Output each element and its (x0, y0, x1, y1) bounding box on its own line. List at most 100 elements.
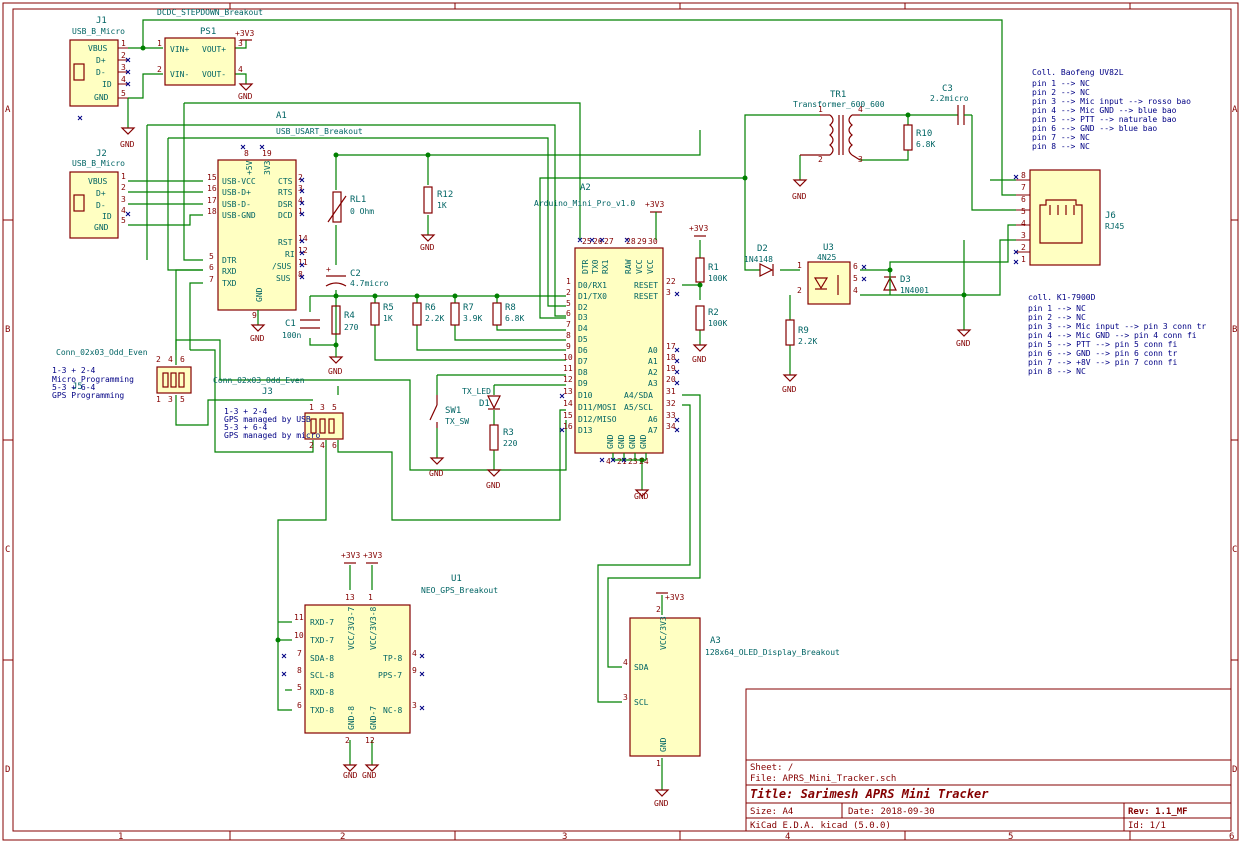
svg-text:Coll. Baofeng UV82L: Coll. Baofeng UV82L (1032, 68, 1124, 77)
pin-number: 17 (207, 196, 217, 205)
pin-number: 19 (666, 364, 676, 373)
switch-sw1[interactable]: SW1 TX_SW (429, 395, 469, 428)
col-label: 5 (1008, 832, 1013, 842)
row-label: C (1232, 545, 1237, 555)
schematic-title: Title: Sarimesh APRS Mini Tracker (750, 787, 989, 801)
ref-label: R5 (383, 303, 394, 313)
pin-number: 2 (298, 173, 303, 182)
transformer-tr1[interactable]: TR1 Transformer_600_600 1 2 3 4 (793, 90, 885, 164)
resistor-r7[interactable]: R7 3.9K (450, 302, 482, 326)
pin-label: SDA (634, 663, 649, 672)
power-gnd: GND (634, 489, 650, 501)
value-label: Transformer_600_600 (793, 100, 885, 109)
pin-label: GND (94, 223, 109, 232)
pin-number: 1 (298, 207, 303, 216)
pin-label: RX1 (601, 259, 610, 274)
connector-j2[interactable]: J2 USB_B_Micro VBUS D+ D- ID GND 1 2 3 4… (69, 149, 131, 239)
ref-label: D1 (479, 399, 490, 409)
value-label: 1N4001 (900, 286, 929, 295)
svg-text:GPS managed by micro: GPS managed by micro (224, 431, 321, 440)
pin-number: 4 (320, 441, 325, 450)
pin-label: GND-7 (369, 706, 378, 730)
resistor-r1[interactable]: R1 100K (695, 257, 727, 283)
value-label: 1K (383, 314, 393, 323)
pin-number: 8 (1021, 171, 1026, 180)
pin-label: D10 (578, 391, 593, 400)
pin-label: D8 (578, 368, 588, 377)
diode-d2[interactable]: D2 1N4148 (744, 244, 774, 277)
connector-j6[interactable]: J6 RJ45 8 7 6 5 4 3 2 1 (1013, 169, 1124, 266)
pin-number: 18 (207, 207, 217, 216)
pin-number: 4 (858, 105, 863, 114)
resistor-r6[interactable]: R6 2.2K (412, 302, 444, 326)
pin-number: 29 (637, 237, 647, 246)
capacitor-c1[interactable]: C1 100n (282, 319, 320, 340)
pin-label: DCD (278, 211, 293, 220)
resistor-r8[interactable]: R8 6.8K (492, 302, 524, 326)
ref-label: R12 (437, 190, 453, 200)
row-label: A (5, 105, 11, 115)
svg-text:+3V3: +3V3 (689, 224, 708, 233)
svg-text:5-3 + 6-4: 5-3 + 6-4 (224, 423, 268, 432)
svg-text:GND: GND (250, 334, 265, 343)
pin-number: 3 (1021, 231, 1026, 240)
power-3v3: +3V3 (656, 592, 684, 602)
pin-number: 27 (604, 237, 614, 246)
led-d1[interactable]: TX_LED D1 (462, 387, 501, 410)
pin-number: 2 (656, 605, 661, 614)
power-gnd: GND (782, 374, 798, 394)
value-label: TX_LED (462, 387, 491, 396)
capacitor-c3[interactable]: C3 2.2micro (930, 84, 972, 125)
dcdc-ps1[interactable]: DCDC_STEPDOWN_Breakout PS1 VIN+ VIN- VOU… (157, 8, 263, 86)
pin-label: D1/TX0 (578, 292, 607, 301)
pin-number: 6 (209, 263, 214, 272)
pin-label: A3 (648, 379, 658, 388)
pin-number: 1 (1021, 255, 1026, 264)
pin-number: 4 (168, 355, 173, 364)
diode-d3[interactable]: D3 1N4001 (883, 270, 929, 295)
pin-label: USB-D- (222, 200, 251, 209)
optocoupler-u3[interactable]: U3 4N25 1 2 4 5 6 (797, 243, 867, 305)
gps-u1[interactable]: U1 NEO_GPS_Breakout RXD-7 TXD-7 SDA-8 SC… (281, 574, 498, 745)
header-j5[interactable]: Conn_02x03_Odd_Even J5 2 4 6 1 3 5 (56, 348, 192, 404)
svg-text:pin 3 --> Mic input --> pin 3: pin 3 --> Mic input --> pin 3 conn tr (1028, 322, 1206, 331)
sheet-date: Date: 2018-09-30 (848, 807, 935, 817)
usb-usart-a1[interactable]: A1 USB_USART_Breakout USB-VCC USB-D+ USB… (207, 111, 363, 320)
resistor-r3[interactable]: R3 220 (489, 424, 518, 451)
resistor-r2[interactable]: R2 100K (695, 305, 727, 331)
power-gnd: GND (250, 310, 266, 343)
ref-label: R9 (798, 326, 809, 336)
svg-text:GPS managed by USB: GPS managed by USB (224, 415, 311, 424)
pin-number: 1 (156, 395, 161, 404)
resistor-r9[interactable]: R9 2.2K (785, 319, 817, 346)
ref-label: RL1 (350, 195, 366, 205)
capacitor-c2[interactable]: + C2 4.7micro (325, 265, 389, 288)
arduino-a2[interactable]: A2 Arduino_Mini_Pro_v1.0 D0/RX1 D1/TX0 D… (534, 183, 680, 466)
sheet-size: Size: A4 (750, 807, 793, 817)
resistor-r4[interactable]: R4 270 (331, 305, 359, 335)
pin-number: 11 (298, 258, 308, 267)
pin-label: USB-VCC (222, 177, 256, 186)
pin-label: A7 (648, 426, 658, 435)
pin-label: A6 (648, 415, 658, 424)
connector-j1[interactable]: J1 USB_B_Micro VBUS D+ D- ID GND 1 2 3 4… (69, 16, 131, 121)
pin-label: RXD-8 (310, 688, 334, 697)
power-gnd: GND (120, 127, 136, 149)
col-label: 2 (340, 832, 345, 842)
resistor-r12[interactable]: R12 1K (423, 186, 453, 214)
resistor-r5[interactable]: R5 1K (370, 302, 394, 326)
junctions (140, 45, 967, 643)
pin-label: CTS (278, 177, 293, 186)
pin-number: 23 (628, 457, 638, 466)
oled-a3[interactable]: A3 128x64_OLED_Display_Breakout VCC/3V3 … (623, 605, 840, 768)
value-label: 100K (708, 319, 727, 328)
pin-number: 11 (294, 613, 304, 622)
pin-number: 26 (593, 237, 603, 246)
pin-label: D0/RX1 (578, 281, 607, 290)
pin-number: 3 (238, 39, 243, 48)
resistor-r10[interactable]: R10 6.8K (903, 124, 935, 151)
resistor-rl1[interactable]: RL1 0 Ohm (327, 191, 374, 223)
pin-label: GND (255, 287, 264, 302)
header-j3[interactable]: Conn_02x03_Odd_Even J3 1 3 5 2 4 6 (213, 376, 344, 450)
pin-number: 3 (298, 184, 303, 193)
